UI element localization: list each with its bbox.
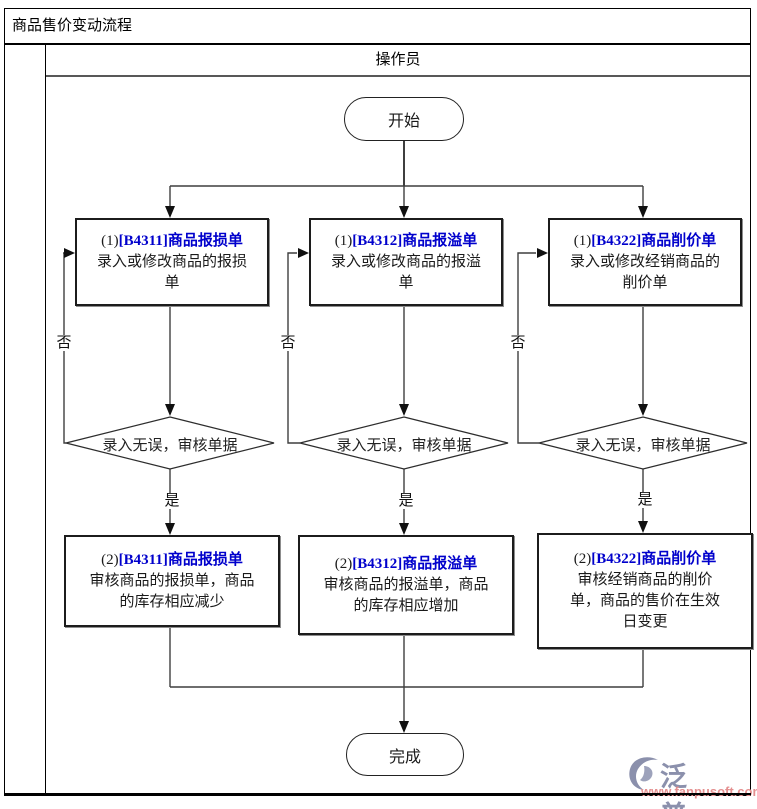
table-bottom-border [4,793,751,795]
process-box-entry-baoyi: (1)[B4312]商品报溢单 录入或修改商品的报溢 单 [309,218,503,306]
decision-label-1: 录入无误，审核单据 [102,438,238,454]
yes-label-3: 是 [636,492,654,508]
process-box-audit-baosun: (2)[B4311]商品报损单 审核商品的报损单，商品 的库存相应减少 [64,535,280,627]
yes-label-2: 是 [397,493,415,509]
box-body: 审核经销商品的削价 单，商品的售价在生效 日变更 [569,572,720,630]
watermark-url: www.fanpusoft.com [641,784,757,799]
lane-header-operator: 操作员 [46,45,750,77]
box-body: 审核商品的报溢单，商品 的库存相应增加 [323,576,489,614]
arrowheads [64,206,648,733]
decision-label-2: 录入无误，审核单据 [336,438,472,454]
decision-diamond-3 [538,416,748,470]
decision-label-3: 录入无误，审核单据 [575,438,711,454]
fanpu-logo-icon [629,757,658,790]
decision-diamond-1 [65,416,275,470]
table-border [4,8,751,796]
box-title: (2)[B4311]商品报损单 [101,551,243,568]
box-title: (1)[B4322]商品削价单 [573,232,717,249]
box-title: (2)[B4312]商品报溢单 [334,555,478,572]
decision-diamond-2 [299,416,509,470]
no-label-2: 否 [279,335,297,351]
yes-label-1: 是 [163,493,181,509]
box-body: 录入或修改经销商品的 削价单 [569,253,720,291]
watermark-brand: 泛普软件 [660,762,688,809]
process-box-entry-xuejia: (1)[B4322]商品削价单 录入或修改经销商品的 削价单 [548,218,742,306]
start-label: 开始 [387,113,420,130]
start-node: 开始 [344,97,464,141]
process-box-audit-xuejia: (2)[B4322]商品削价单 审核经销商品的削价 单，商品的售价在生效 日变更 [537,533,753,649]
end-label: 完成 [388,748,421,766]
process-box-audit-baoyi: (2)[B4312]商品报溢单 审核商品的报溢单，商品 的库存相应增加 [298,535,514,635]
title-separator [4,43,751,45]
box-title: (1)[B4311]商品报损单 [101,232,243,249]
lane-divider [45,45,46,794]
box-body: 审核商品的报损单，商品 的库存相应减少 [89,572,255,610]
process-box-entry-baosun: (1)[B4311]商品报损单 录入或修改商品的报损 单 [75,218,269,306]
no-label-1: 否 [55,335,73,351]
box-body: 录入或修改商品的报溢 单 [330,253,481,291]
no-label-3: 否 [509,335,527,351]
box-title: (1)[B4312]商品报溢单 [334,232,478,249]
box-title: (2)[B4322]商品削价单 [573,551,717,567]
page-title: 商品售价变动流程 [12,18,133,34]
box-body: 录入或修改商品的报损 单 [96,253,247,291]
end-node: 完成 [346,733,464,776]
